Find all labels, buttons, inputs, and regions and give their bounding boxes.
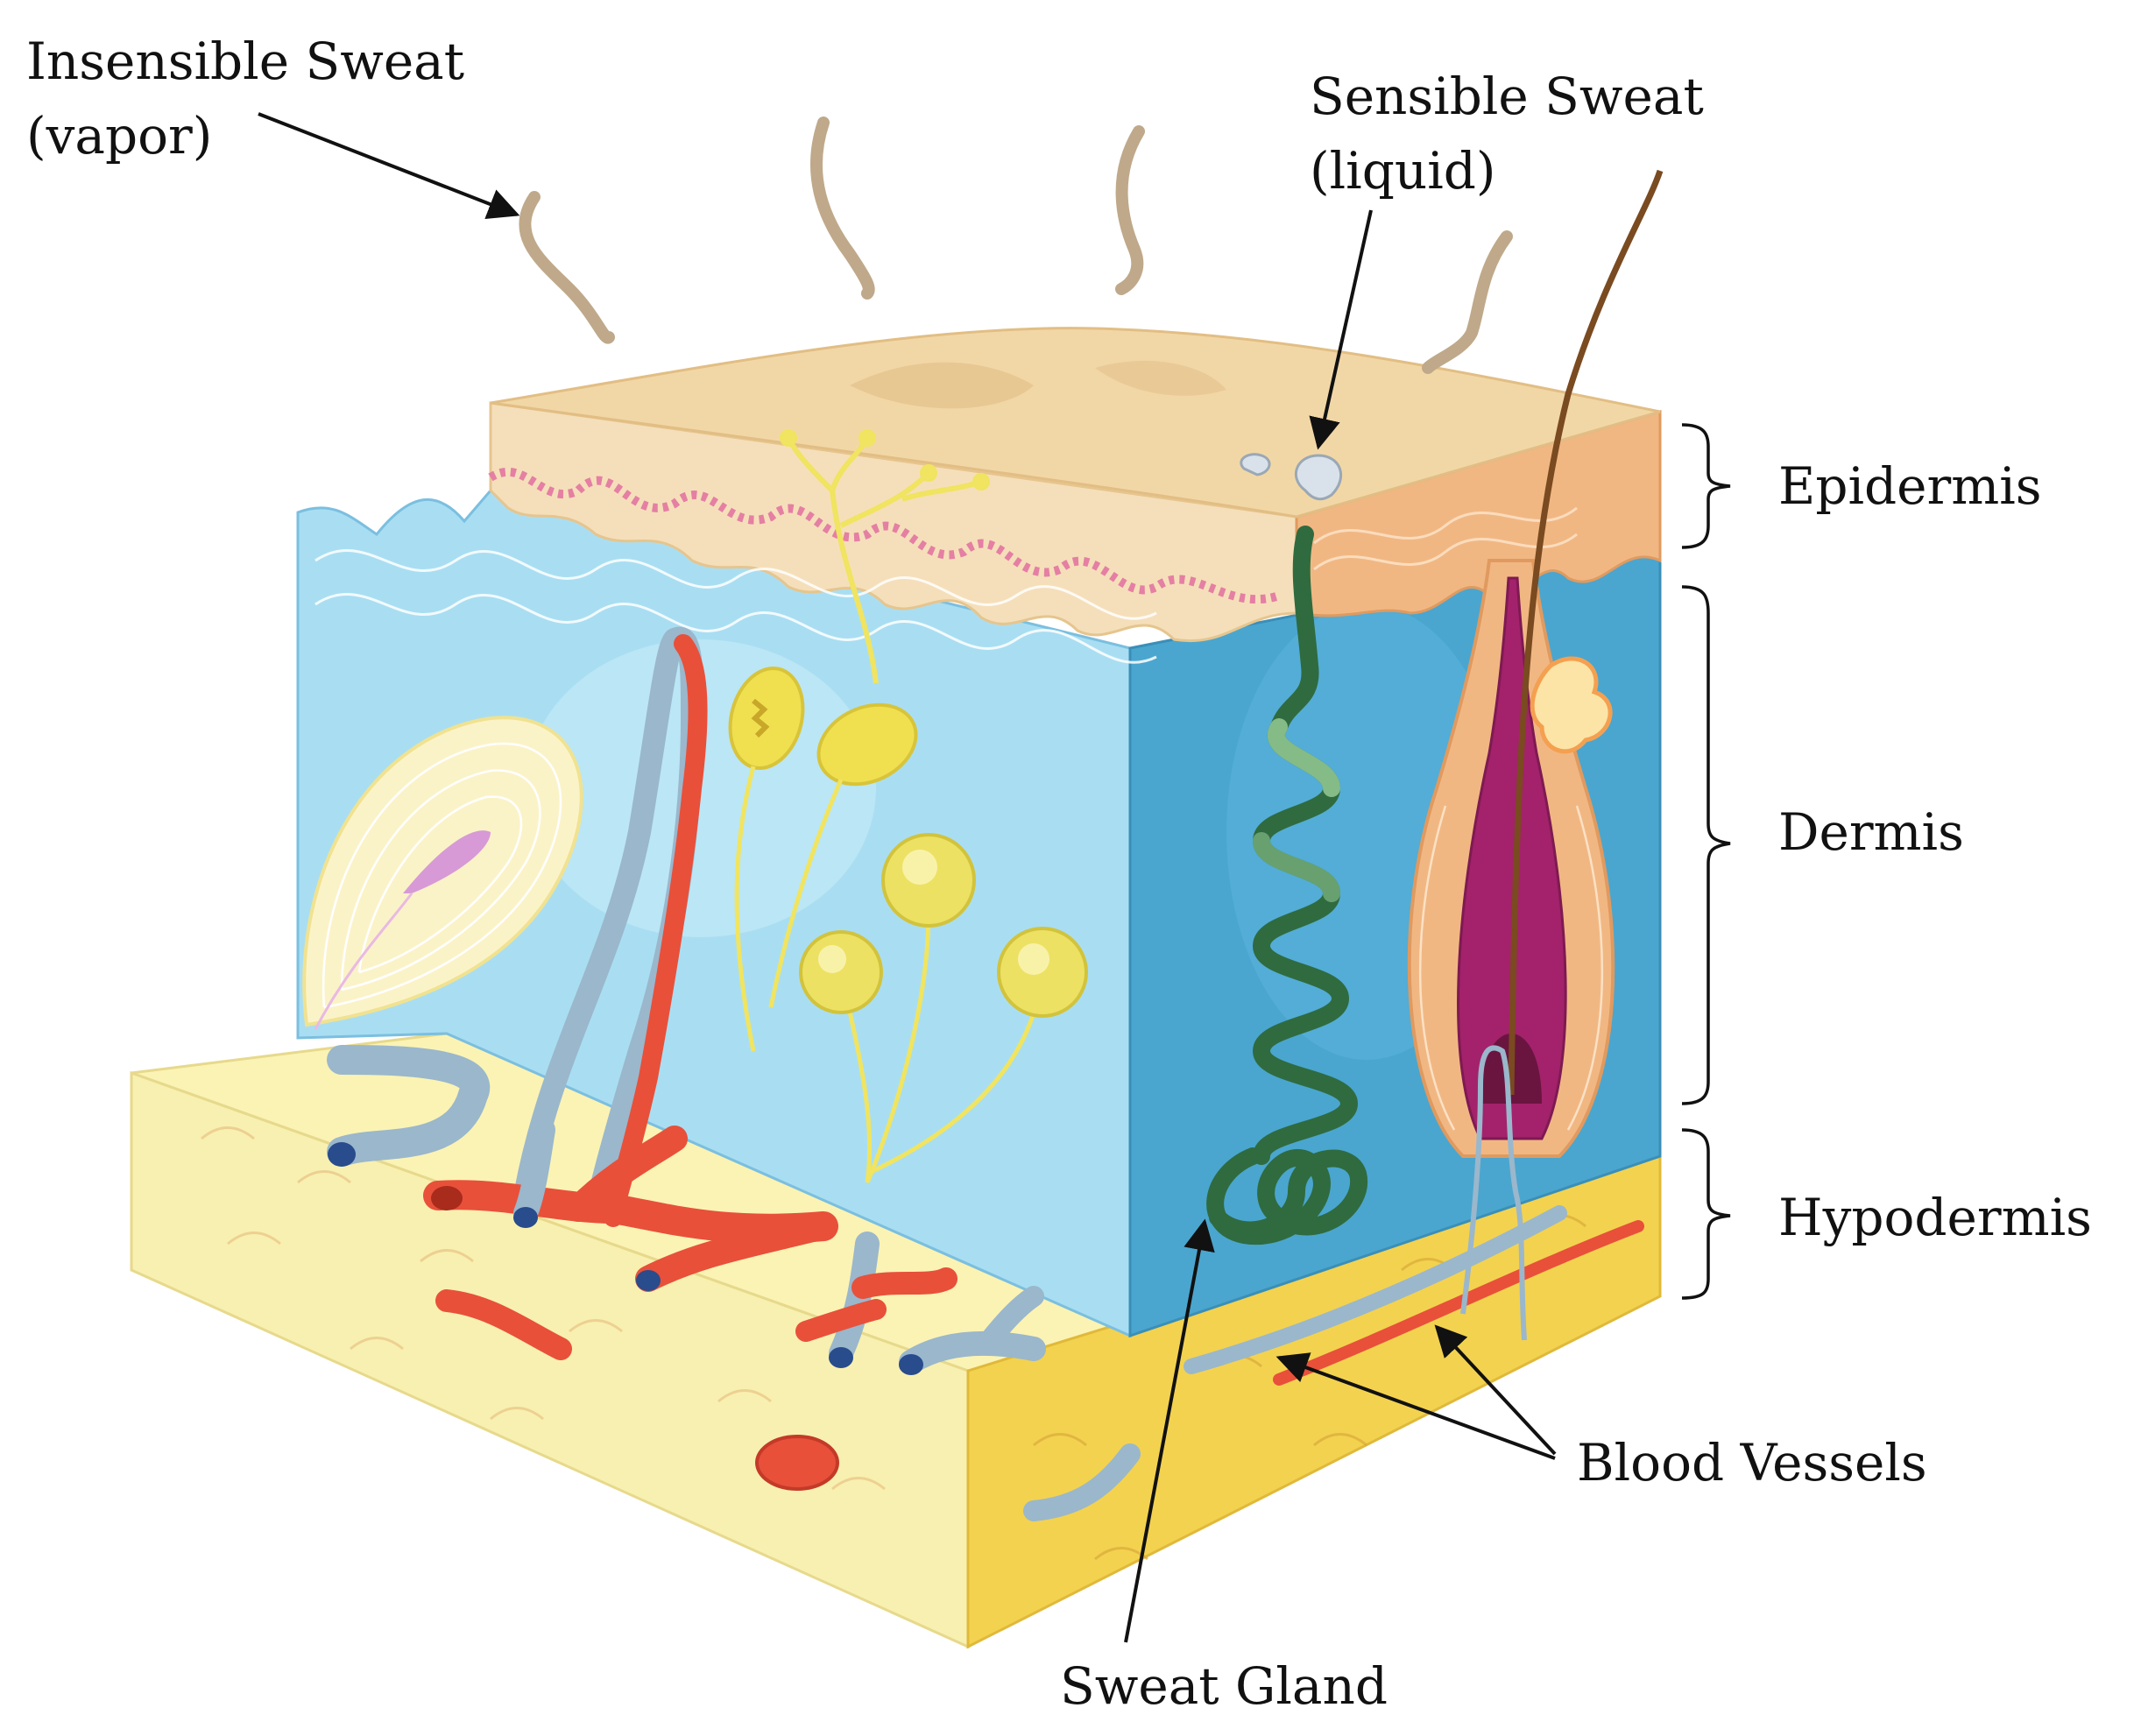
label-dermis: Dermis [1778,802,1964,862]
basement-membrane [488,467,1281,604]
hypodermis-bracket [1681,1128,1731,1300]
vapor-wisp [519,191,615,344]
touch-receptors [728,667,918,1052]
label-arrows [258,112,1557,1643]
label-hypodermis: Hypodermis [1778,1188,2092,1247]
layer-brackets [1681,423,1731,1300]
insensible-sweat-arrow [258,112,520,220]
label-sensible-sweat-2: (liquid) [1310,141,1496,201]
epidermis-bracket [1681,423,1731,549]
label-blood-vessels: Blood Vessels [1577,1433,1927,1493]
epidermis-top-face [490,327,1661,519]
vapor-wisp [810,116,875,300]
vapor-wisp [1422,230,1513,374]
vapor-wisps [519,116,1513,374]
label-insensible-sweat-1: Insensible Sweat [26,32,464,91]
hair-follicle [1407,169,1664,1341]
label-epidermis: Epidermis [1778,456,2042,516]
sensible-sweat-arrow [1309,209,1373,450]
sebaceous-gland [1530,656,1613,754]
vapor-wisp [1115,125,1145,295]
sweat-gland-arrow [1124,1218,1215,1643]
free-nerve-endings [780,429,990,684]
sweat-gland [1206,453,1368,1246]
pacinian-corpuscle [302,716,583,1030]
sweat-coil [1206,1147,1368,1246]
epidermis-front-band [489,401,1298,642]
label-sensible-sweat-1: Sensible Sweat [1310,67,1704,126]
epidermis-block [314,327,1662,664]
krause-bulbs [799,833,1088,1183]
hypodermis-vessels [327,1045,1644,1521]
blood-vessels-arrow-left [1275,1352,1556,1460]
labels: Insensible Sweat (vapor) Sensible Sweat … [26,32,2092,1716]
sweat-droplet [1294,454,1343,501]
label-sweat-gland: Sweat Gland [1060,1656,1388,1716]
hair-shaft [1508,169,1664,1096]
dermis-bracket [1681,585,1731,1105]
blood-vessels-arrow-right [1434,1324,1557,1456]
label-insensible-sweat-2: (vapor) [26,106,212,166]
